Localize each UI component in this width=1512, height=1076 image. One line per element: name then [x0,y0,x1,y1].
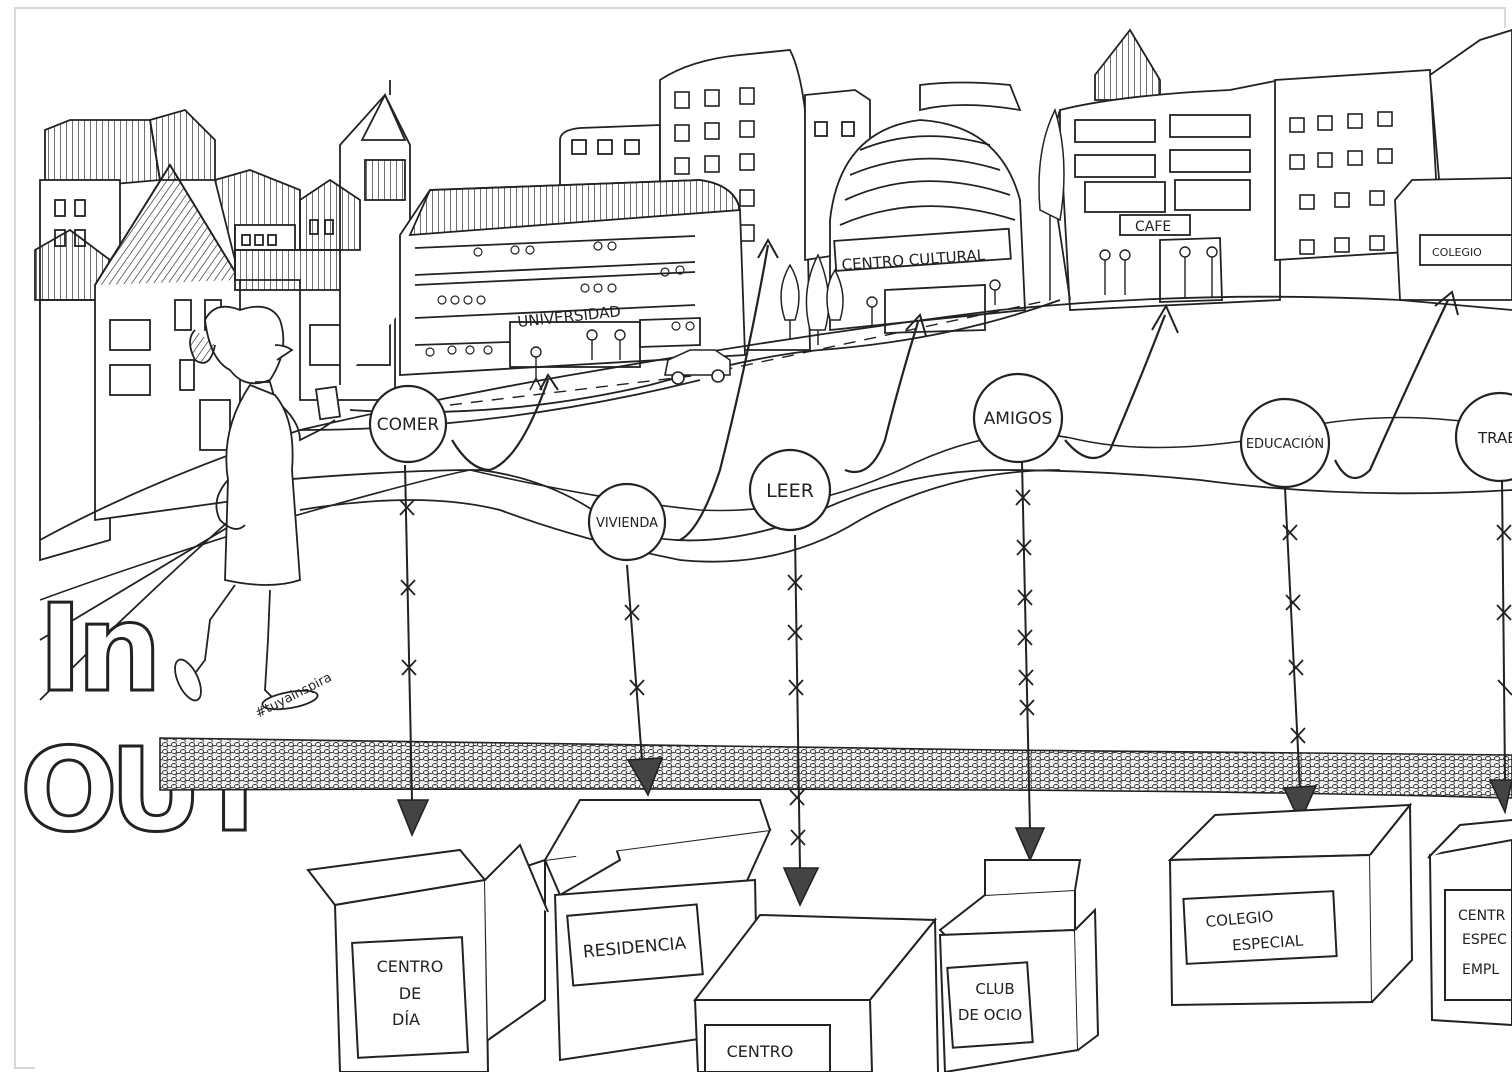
node-comer-label: COMER [377,415,440,435]
cultural-center [829,81,1026,334]
box-6-line-3: EMPL [1462,962,1499,978]
box-1-line-3: DÍA [392,1010,420,1029]
old-town [34,80,411,562]
node-trabajo: TRABA [1454,391,1512,483]
node-amigos: AMIGOS [972,372,1064,464]
node-vivienda-label: VIVIENDA [596,516,658,531]
node-educacion: EDUCACIÓN [1239,397,1331,489]
car [664,349,731,385]
life-nodes: COMER VIVIENDA LEER AMIGOS EDUCACIÓN TRA… [368,372,1512,562]
people-figures [425,241,1218,391]
box-colegio-especial: COLEGIO ESPECIAL [1167,802,1414,1007]
node-leer-label: LEER [766,480,814,502]
box-5-line-2: ESPECIAL [1232,932,1305,955]
node-educacion-label: EDUCACIÓN [1246,436,1324,452]
box-1-line-2: DE [399,984,421,1003]
node-comer: COMER [368,384,448,464]
box-residencia: RESIDENCIA [543,799,772,1062]
node-leer: LEER [748,448,832,532]
box-6-line-2: ESPEC [1462,932,1507,948]
node-trabajo-label: TRABA [1477,429,1512,447]
up-arrows [451,237,1459,541]
box-6-line-1: CENTR [1458,908,1506,924]
box-4-line-1: CLUB [975,980,1014,998]
down-arrows [396,461,1512,907]
cafe-building [1052,28,1512,311]
walking-girl [174,305,342,711]
in-label: In [38,580,156,719]
box-5-line-1: COLEGIO [1205,907,1274,931]
trees [780,107,1065,345]
box-centro: CENTRO [692,913,939,1073]
box-centro-especial-empleo: CENTR ESPEC EMPL [1427,819,1512,1027]
city-buildings [399,49,871,376]
node-amigos-label: AMIGOS [984,409,1053,429]
box-club-de-ocio: CLUB DE OCIO [938,859,1100,1074]
cobble-wall [159,737,1512,799]
school-label: COLEGIO [1432,246,1482,259]
box-4-line-2: DE OCIO [958,1006,1022,1024]
node-vivienda: VIVIENDA [587,482,667,562]
box-1-line-1: CENTRO [377,957,444,976]
cafe-label: CAFE [1135,219,1171,235]
box-3-line-1: CENTRO [727,1042,794,1061]
